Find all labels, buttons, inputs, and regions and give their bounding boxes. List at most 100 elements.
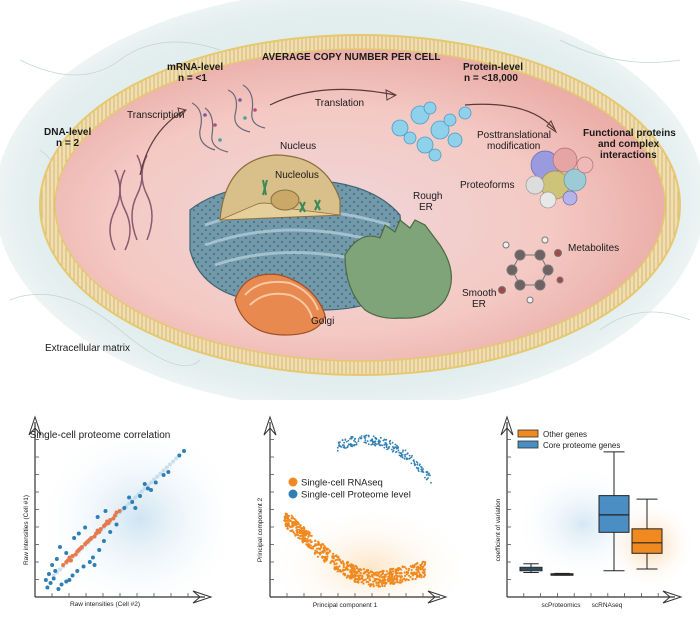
scatter-point-rnaseq — [381, 584, 384, 588]
nucleus-label: Nucleus — [280, 141, 317, 152]
scatter-point-proteome — [394, 446, 397, 449]
scatter-point-rnaseq — [306, 540, 309, 543]
scatter-point-rnaseq — [374, 571, 377, 574]
scatter-point-rnaseq — [399, 578, 402, 582]
protein-level-label: Protein-level — [463, 62, 524, 73]
scatter-point-rnaseq — [314, 549, 317, 552]
scatter-point-rnaseq — [341, 560, 344, 563]
scatter-point-proteome — [430, 481, 432, 484]
scatter-point-rnaseq — [416, 574, 419, 578]
scatter-point-proteome — [388, 440, 391, 443]
scatter-point-rnaseq — [366, 568, 370, 572]
scatter-point-proteome — [413, 464, 416, 467]
scatter-point-proteome — [420, 466, 423, 469]
scatter-point-rnaseq — [369, 585, 372, 588]
scatter-point — [149, 488, 154, 492]
scatter-point-rnaseq — [317, 540, 320, 543]
scatter-halo-point — [145, 483, 150, 488]
scatter-point-proteome — [398, 451, 401, 454]
scatter-point-rnaseq — [335, 562, 338, 565]
scatter-point-rnaseq — [328, 549, 331, 552]
scatter-point-rnaseq — [301, 527, 304, 530]
scatter-point-proteome — [343, 441, 346, 444]
scatter-point-rnaseq — [423, 562, 427, 565]
scatter-point-proteome — [372, 435, 375, 438]
scatter-point — [64, 560, 69, 564]
scatter-point — [70, 573, 75, 578]
scatter-point-rnaseq — [414, 563, 417, 566]
scatter-point-rnaseq — [392, 567, 395, 570]
scatter-point-rnaseq — [390, 567, 393, 571]
scatter-point-rnaseq — [349, 570, 352, 573]
scatter-point-proteome — [402, 449, 404, 452]
scatter-point-rnaseq — [289, 519, 292, 523]
scatter-point — [127, 495, 132, 500]
scatter-point-rnaseq — [371, 575, 374, 578]
scatter-point-rnaseq — [307, 535, 310, 538]
scatter-point-proteome — [418, 464, 421, 467]
scatter-point — [61, 563, 66, 567]
scatter-point-rnaseq — [333, 567, 336, 570]
scatter-point-rnaseq — [351, 568, 354, 571]
scatter-point-rnaseq — [357, 570, 361, 573]
scatter-point — [133, 506, 138, 510]
scatter-point-rnaseq — [382, 570, 385, 573]
nucleolus-label: Nucleolus — [275, 170, 319, 181]
legend-swatch-proteome — [288, 489, 298, 499]
scatter-point-proteome — [401, 450, 404, 453]
scatter-point-rnaseq — [320, 544, 323, 547]
scatter-point-rnaseq — [305, 529, 308, 532]
scatter-point-rnaseq — [307, 530, 310, 533]
scatter-point-rnaseq — [342, 564, 345, 567]
mrna-level-label: mRNA-level — [167, 62, 224, 73]
scatter-point-rnaseq — [398, 572, 402, 575]
scatter-point-proteome — [408, 454, 411, 457]
scatter-point-proteome — [383, 446, 386, 449]
scatter-point-proteome — [401, 456, 404, 459]
scatter-point-rnaseq — [291, 529, 294, 532]
scatter-point-rnaseq — [373, 579, 376, 582]
scatter-point-rnaseq — [401, 578, 404, 581]
scatter-point-rnaseq — [409, 576, 412, 579]
scatter-point-rnaseq — [410, 568, 413, 572]
scatter-point-rnaseq — [291, 517, 294, 520]
scatter-point-rnaseq — [422, 565, 425, 568]
scatter-point-proteome — [354, 437, 356, 440]
scatter-point-proteome — [385, 442, 388, 445]
scatter-point-rnaseq — [381, 573, 384, 576]
scatter-point-rnaseq — [422, 575, 426, 578]
x-axis-arrow-icon — [192, 590, 213, 604]
scatter-point-rnaseq — [306, 537, 309, 541]
scatter-point-rnaseq — [384, 579, 387, 582]
extracellular-matrix-label: Extracellular matrix — [45, 343, 131, 354]
legend-label-core-genes: Core proteome genes — [543, 441, 620, 450]
scatter-point-rnaseq — [315, 551, 319, 554]
scatter-point-rnaseq — [391, 570, 395, 573]
arrowhead-icon — [177, 107, 187, 119]
scatter-point-rnaseq — [331, 555, 334, 558]
box — [631, 528, 663, 554]
scatter-point-rnaseq — [286, 527, 290, 530]
scatter-point-rnaseq — [342, 565, 345, 569]
scatter-point-proteome — [417, 469, 420, 471]
chart-title: Single-cell proteome correlation — [30, 430, 171, 441]
scatter-point-rnaseq — [401, 566, 404, 569]
scatter-point-rnaseq — [296, 533, 300, 537]
scatter-point-rnaseq — [363, 571, 366, 574]
translation-arrow — [269, 88, 396, 106]
scatter-halo-point — [51, 573, 56, 578]
scatter-point — [177, 453, 182, 458]
scatter-point-rnaseq — [352, 569, 355, 572]
x-axis-label: Raw intensities (Cell #2) — [70, 601, 140, 608]
scatter-point-rnaseq — [387, 575, 390, 578]
scatter-point-proteome — [394, 451, 397, 454]
scatter-point-proteome — [375, 437, 378, 440]
scatter-point-rnaseq — [407, 574, 411, 577]
scatter-point-proteome — [375, 443, 378, 446]
diagram-title: AVERAGE COPY NUMBER PER CELL — [262, 52, 441, 63]
scatter-halo-point — [149, 480, 154, 485]
scatter-point-proteome — [372, 441, 374, 444]
scatter-point-rnaseq — [322, 543, 325, 546]
scatter-point-rnaseq — [325, 559, 328, 562]
scatter-point-proteome — [342, 444, 345, 447]
